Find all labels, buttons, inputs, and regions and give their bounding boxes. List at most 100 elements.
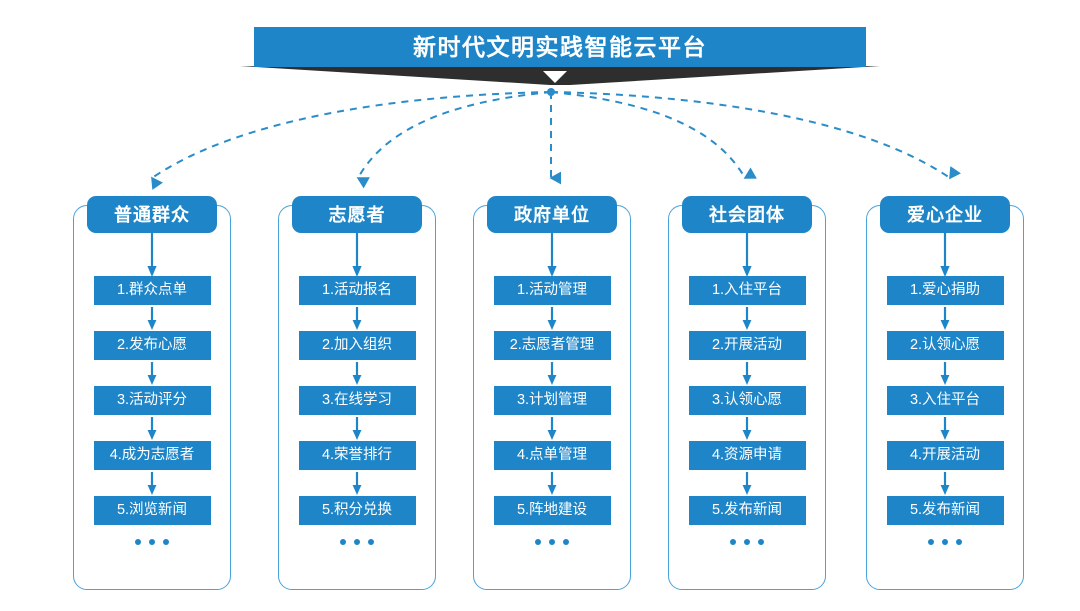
item-label: 3.活动评分 xyxy=(116,392,188,409)
arrow-down-icon xyxy=(147,472,157,495)
arrow-down-icon xyxy=(547,233,557,277)
list-item: 3.在线学习 xyxy=(287,386,427,415)
connector-hub xyxy=(547,88,555,96)
item-box[interactable]: 2.发布心愿 xyxy=(93,331,211,360)
arrow-down-icon xyxy=(742,417,752,440)
item-label: 4.点单管理 xyxy=(516,447,588,464)
arrow-down-icon xyxy=(147,307,157,330)
page-title: 新时代文明实践智能云平台 xyxy=(413,33,707,60)
column-title: 志愿者 xyxy=(328,204,386,225)
column-志愿者: 志愿者 1.活动报名 2.加入组织 3.在线学习 4.荣誉排行 5.积分兑换 xyxy=(278,196,436,590)
item-box[interactable]: 4.资源申请 xyxy=(688,441,806,470)
item-box[interactable]: 3.认领心愿 xyxy=(688,386,806,415)
column-title: 社会团体 xyxy=(709,204,785,225)
dot-icon xyxy=(535,539,541,545)
arrow-down-icon xyxy=(547,472,557,495)
item-box[interactable]: 4.成为志愿者 xyxy=(93,441,211,470)
connector-to-column-1 xyxy=(151,91,552,190)
arrow-down-icon xyxy=(742,362,752,385)
item-label: 1.活动管理 xyxy=(516,282,588,299)
item-label: 5.积分兑换 xyxy=(321,502,393,519)
item-box[interactable]: 4.荣誉排行 xyxy=(298,441,416,470)
item-box[interactable]: 5.阵地建设 xyxy=(493,496,611,525)
column-title: 普通群众 xyxy=(114,204,190,225)
item-label: 2.加入组织 xyxy=(321,337,393,354)
dot-icon xyxy=(758,539,764,545)
item-box[interactable]: 4.点单管理 xyxy=(493,441,611,470)
arrow-down-icon xyxy=(742,233,752,277)
list-item: 5.浏览新闻 xyxy=(82,496,222,525)
item-label: 5.发布新闻 xyxy=(711,502,783,519)
item-label: 2.开展活动 xyxy=(711,337,783,354)
item-box[interactable]: 4.开展活动 xyxy=(886,441,1004,470)
item-box[interactable]: 5.浏览新闻 xyxy=(93,496,211,525)
item-box[interactable]: 3.入住平台 xyxy=(886,386,1004,415)
list-item: 5.发布新闻 xyxy=(677,496,817,525)
dot-icon xyxy=(149,539,155,545)
item-label: 2.志愿者管理 xyxy=(509,337,595,354)
item-label: 3.入住平台 xyxy=(909,392,981,409)
list-item: 5.发布新闻 xyxy=(875,496,1015,525)
item-label: 4.开展活动 xyxy=(909,447,981,464)
arrow-down-icon xyxy=(940,362,950,385)
column-header-3[interactable]: 政府单位 xyxy=(487,196,617,233)
item-box[interactable]: 3.在线学习 xyxy=(298,386,416,415)
arrow-down-icon xyxy=(547,307,557,330)
item-box[interactable]: 3.活动评分 xyxy=(93,386,211,415)
ellipsis-more-indicator xyxy=(494,525,611,559)
dot-icon xyxy=(340,539,346,545)
item-box[interactable]: 5.发布新闻 xyxy=(688,496,806,525)
list-item: 2.认领心愿 xyxy=(875,331,1015,360)
column-header-5[interactable]: 爱心企业 xyxy=(880,196,1010,233)
item-box[interactable]: 2.志愿者管理 xyxy=(493,331,611,360)
list-item: 3.认领心愿 xyxy=(677,386,817,415)
dot-icon xyxy=(942,539,948,545)
item-label: 2.认领心愿 xyxy=(909,337,981,354)
list-item: 4.荣誉排行 xyxy=(287,441,427,470)
dot-icon xyxy=(956,539,962,545)
list-item: 1.活动报名 xyxy=(287,276,427,305)
item-box[interactable]: 5.积分兑换 xyxy=(298,496,416,525)
dot-icon xyxy=(730,539,736,545)
arrow-down-icon xyxy=(352,233,362,277)
column-header-1[interactable]: 普通群众 xyxy=(87,196,217,233)
dot-icon xyxy=(354,539,360,545)
arrow-down-icon xyxy=(352,362,362,385)
item-label: 5.阵地建设 xyxy=(516,502,588,519)
item-box[interactable]: 3.计划管理 xyxy=(493,386,611,415)
item-label: 5.发布新闻 xyxy=(909,502,981,519)
list-item: 3.入住平台 xyxy=(875,386,1015,415)
item-box[interactable]: 1.爱心捐助 xyxy=(886,276,1004,305)
item-box[interactable]: 5.发布新闻 xyxy=(886,496,1004,525)
item-box[interactable]: 1.活动管理 xyxy=(493,276,611,305)
item-label: 3.认领心愿 xyxy=(711,392,783,409)
item-label: 5.浏览新闻 xyxy=(116,502,188,519)
item-label: 4.荣誉排行 xyxy=(321,447,393,464)
column-header-4[interactable]: 社会团体 xyxy=(682,196,812,233)
item-label: 3.在线学习 xyxy=(321,392,393,409)
ellipsis-more-indicator xyxy=(689,525,806,559)
arrow-down-icon xyxy=(147,233,157,277)
item-box[interactable]: 1.入住平台 xyxy=(688,276,806,305)
column-items: 1.活动管理 2.志愿者管理 3.计划管理 4.点单管理 5.阵地建设 xyxy=(482,276,622,559)
arrow-down-icon xyxy=(547,362,557,385)
column-items: 1.群众点单 2.发布心愿 3.活动评分 4.成为志愿者 5.浏览新闻 xyxy=(82,276,222,559)
column-政府单位: 政府单位 1.活动管理 2.志愿者管理 3.计划管理 4.点单管理 5.阵地建设 xyxy=(473,196,631,590)
dot-icon xyxy=(549,539,555,545)
item-box[interactable]: 2.认领心愿 xyxy=(886,331,1004,360)
list-item: 2.发布心愿 xyxy=(82,331,222,360)
list-item: 4.点单管理 xyxy=(482,441,622,470)
item-box[interactable]: 1.群众点单 xyxy=(93,276,211,305)
list-item: 3.活动评分 xyxy=(82,386,222,415)
item-box[interactable]: 1.活动报名 xyxy=(298,276,416,305)
ellipsis-more-indicator xyxy=(299,525,416,559)
column-header-2[interactable]: 志愿者 xyxy=(292,196,422,233)
list-item: 4.开展活动 xyxy=(875,441,1015,470)
dot-icon xyxy=(928,539,934,545)
list-item: 5.阵地建设 xyxy=(482,496,622,525)
item-label: 1.爱心捐助 xyxy=(909,282,981,299)
list-item: 1.群众点单 xyxy=(82,276,222,305)
item-box[interactable]: 2.加入组织 xyxy=(298,331,416,360)
arrow-down-icon xyxy=(940,472,950,495)
item-box[interactable]: 2.开展活动 xyxy=(688,331,806,360)
